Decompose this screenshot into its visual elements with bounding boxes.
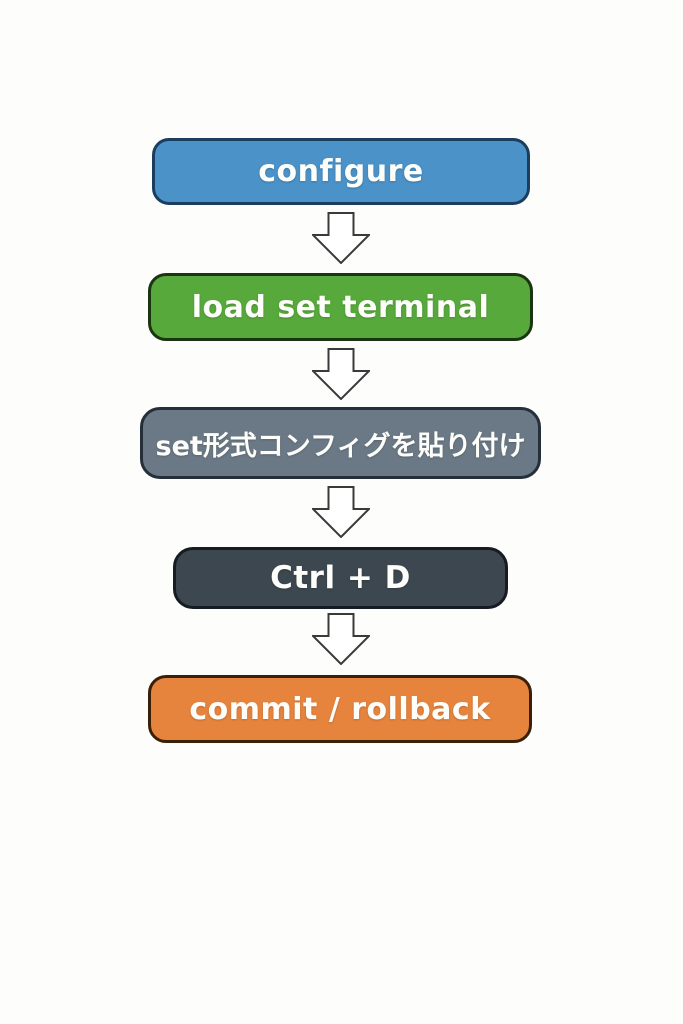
down-arrow-icon (312, 486, 370, 538)
flow-node-label: configure (258, 154, 424, 189)
flow-node-ctrl-d: Ctrl + D (173, 547, 508, 609)
flow-node-label: commit / rollback (189, 691, 491, 727)
flow-node-label: Ctrl + D (270, 560, 411, 596)
down-arrow-icon (312, 613, 370, 665)
flow-node-label: set形式コンフィグを貼り付け (155, 430, 526, 462)
flow-node-configure: configure (152, 138, 530, 205)
down-arrow-icon (312, 348, 370, 400)
flow-node-paste-set-config: set形式コンフィグを貼り付け (140, 407, 541, 479)
down-arrow-icon (312, 212, 370, 264)
flow-node-label: load set terminal (191, 289, 490, 325)
flow-node-load-set-terminal: load set terminal (148, 273, 533, 341)
flow-node-commit-rollback: commit / rollback (148, 675, 532, 743)
